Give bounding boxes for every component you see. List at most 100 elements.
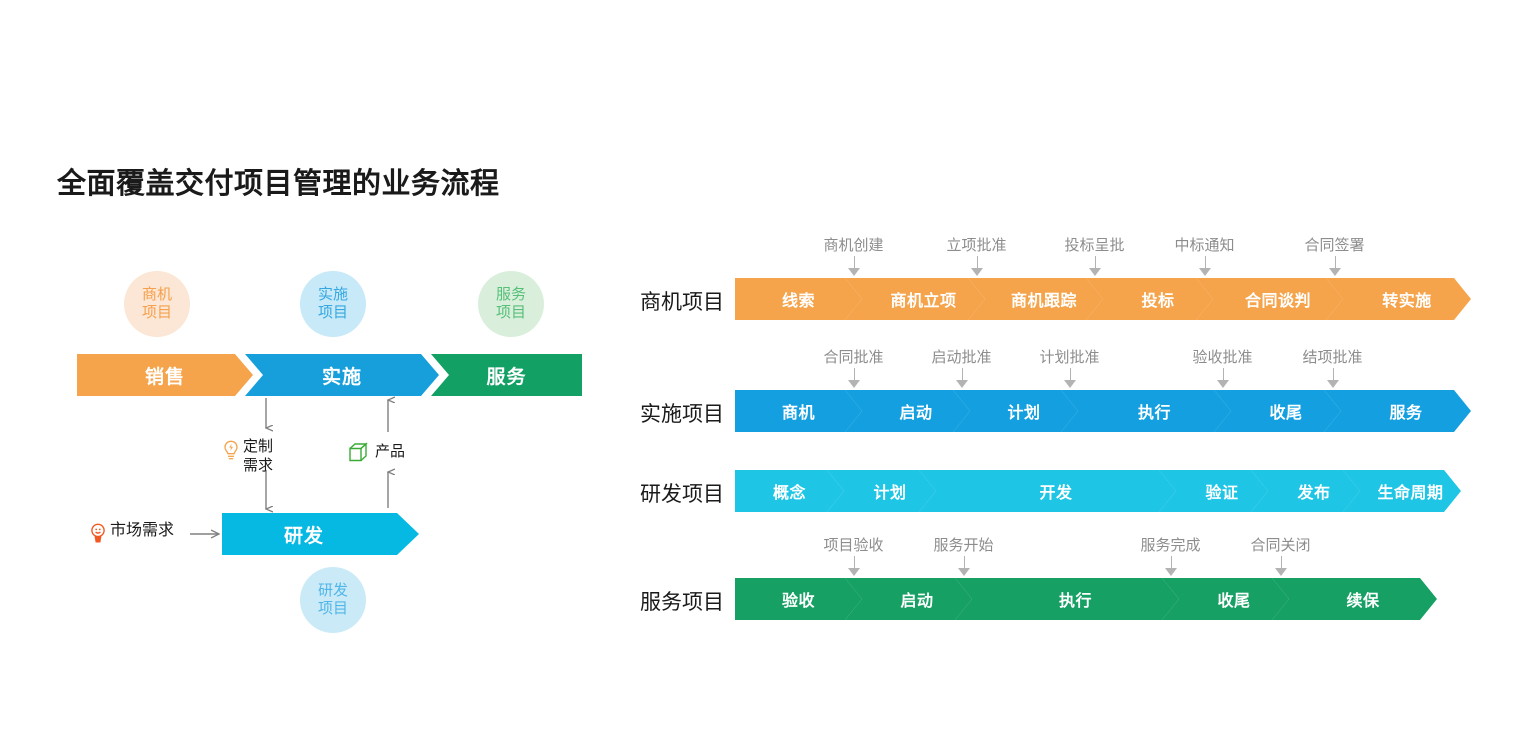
bubble-line2: 项目 xyxy=(317,600,348,617)
flow-step[interactable]: 启动 xyxy=(845,578,972,620)
flow-step-label: 转实施 xyxy=(1382,293,1432,310)
flow-step[interactable]: 生命周期 xyxy=(1343,470,1461,512)
flow-step[interactable]: 收尾 xyxy=(1214,390,1341,432)
flow-row-label-implementation: 实施项目 xyxy=(640,403,724,426)
flow-step[interactable]: 启动 xyxy=(845,390,970,432)
flow-step-label: 计划 xyxy=(873,485,907,502)
bubble-line1: 服务 xyxy=(495,286,526,303)
flow-gate-marker-icon xyxy=(1216,380,1229,388)
flow-gate-stem xyxy=(853,556,855,569)
flow-step-label: 执行 xyxy=(1137,405,1171,422)
flow-gate-stem xyxy=(1280,556,1282,569)
flow-gate-label: 合同批准 xyxy=(823,349,884,366)
stage-label: 实施 xyxy=(321,366,362,388)
flow-step[interactable]: 服务 xyxy=(1324,390,1471,432)
flow-step[interactable]: 线索 xyxy=(735,278,862,320)
flow-step-label: 执行 xyxy=(1058,593,1092,610)
flow-gate-stem xyxy=(1094,256,1096,269)
flow-step-label: 线索 xyxy=(781,293,815,310)
flow-gate-stem xyxy=(853,368,855,381)
stage-label: 研发 xyxy=(284,525,325,547)
flow-gate-marker-icon xyxy=(955,380,968,388)
flow-gate-label: 中标通知 xyxy=(1174,237,1235,254)
flow-step[interactable]: 计划 xyxy=(827,470,936,512)
flow-track-service: 验收 启动 执行 收尾 续保 xyxy=(735,578,1437,620)
flow-step-label: 商机立项 xyxy=(890,293,957,310)
flow-step[interactable]: 收尾 xyxy=(1162,578,1289,620)
flow-gate-label: 启动批准 xyxy=(931,349,992,366)
flow-gate-label: 商机创建 xyxy=(823,237,884,254)
lightbulb-lightning-icon xyxy=(222,440,240,467)
bubble-rnd-project: 研发 项目 xyxy=(300,567,366,633)
flow-step-label: 计划 xyxy=(1007,405,1041,422)
connector-label-market-demand: 市场需求 xyxy=(110,521,174,540)
connector-label-product: 产品 xyxy=(375,442,405,461)
flow-step-label: 开发 xyxy=(1039,485,1073,502)
bubble-implementation-project: 实施 项目 xyxy=(300,271,366,337)
flow-step[interactable]: 商机立项 xyxy=(845,278,985,320)
flow-step[interactable]: 合同谈判 xyxy=(1196,278,1343,320)
flow-gate-marker-icon xyxy=(957,568,970,576)
flow-step-label: 收尾 xyxy=(1217,593,1251,610)
bubble-line1: 研发 xyxy=(317,582,348,599)
flow-gate-marker-icon xyxy=(1326,380,1339,388)
flow-step-label: 服务 xyxy=(1389,405,1423,422)
flow-step[interactable]: 计划 xyxy=(953,390,1078,432)
flow-row-label-rnd: 研发项目 xyxy=(640,483,724,506)
flow-step-label: 启动 xyxy=(899,405,933,422)
flow-gate-label: 计划批准 xyxy=(1039,349,1100,366)
flow-step[interactable]: 商机 xyxy=(735,390,862,432)
flow-gate-stem xyxy=(961,368,963,381)
connector-line1: 产品 xyxy=(375,443,406,460)
flow-step[interactable]: 开发 xyxy=(919,470,1176,512)
flow-gate-stem xyxy=(1204,256,1206,269)
flow-gate-label: 验收批准 xyxy=(1192,349,1253,366)
flow-step[interactable]: 验证 xyxy=(1159,470,1268,512)
stage-service[interactable]: 服务 xyxy=(431,354,582,396)
flow-gate-stem xyxy=(976,256,978,269)
flow-step[interactable]: 验收 xyxy=(735,578,862,620)
flow-gate-stem xyxy=(1170,556,1172,569)
flow-step-label: 启动 xyxy=(900,593,934,610)
stage-rnd[interactable]: 研发 xyxy=(222,513,419,555)
flow-gate-stem xyxy=(853,256,855,269)
flow-step-label: 验收 xyxy=(781,593,815,610)
flow-step-label: 收尾 xyxy=(1269,405,1303,422)
flow-gate-label: 立项批准 xyxy=(946,237,1007,254)
flow-step[interactable]: 执行 xyxy=(1061,390,1231,432)
flow-step[interactable]: 转实施 xyxy=(1326,278,1471,320)
flow-gate-label: 投标呈批 xyxy=(1064,237,1125,254)
flow-step-label: 生命周期 xyxy=(1377,485,1444,502)
flow-step-label: 合同谈判 xyxy=(1244,293,1311,310)
flow-step-label: 商机跟踪 xyxy=(1010,293,1077,310)
value-chain-bar: 销售 实施 服务 xyxy=(77,354,582,396)
flow-step[interactable]: 续保 xyxy=(1272,578,1437,620)
flow-step-label: 商机 xyxy=(781,405,815,422)
connector-line2: 需求 xyxy=(243,457,274,474)
page-title: 全面覆盖交付项目管理的业务流程 xyxy=(57,168,500,200)
flow-gate-marker-icon xyxy=(1164,568,1177,576)
flow-gate-label: 项目验收 xyxy=(823,537,884,554)
flow-row-label-opportunity: 商机项目 xyxy=(640,291,724,314)
flow-gate-marker-icon xyxy=(1328,268,1341,276)
flow-step[interactable]: 投标 xyxy=(1086,278,1213,320)
flow-gate-stem xyxy=(1222,368,1224,381)
flow-gate-label: 服务完成 xyxy=(1140,537,1201,554)
connector-label-custom-demand: 定制 需求 xyxy=(243,437,273,475)
flow-step[interactable]: 发布 xyxy=(1251,470,1360,512)
flow-gate-marker-icon xyxy=(847,268,860,276)
flow-track-opportunity: 线索 商机立项 商机跟踪投标 合同谈判 转实施 xyxy=(735,278,1471,320)
connector-line1: 市场需求 xyxy=(110,522,175,539)
flow-step[interactable]: 商机跟踪 xyxy=(968,278,1103,320)
flow-gate-marker-icon xyxy=(970,268,983,276)
flow-step[interactable]: 执行 xyxy=(955,578,1179,620)
stage-implementation[interactable]: 实施 xyxy=(245,354,439,396)
flow-step-label: 发布 xyxy=(1297,485,1331,502)
flow-gate-label: 合同关闭 xyxy=(1250,537,1311,554)
flow-track-implementation: 商机 启动 计划 执行 收尾 服务 xyxy=(735,390,1471,432)
flow-gate-marker-icon xyxy=(1198,268,1211,276)
flow-step[interactable]: 概念 xyxy=(735,470,844,512)
flow-gate-stem xyxy=(1332,368,1334,381)
stage-sales[interactable]: 销售 xyxy=(77,354,253,396)
